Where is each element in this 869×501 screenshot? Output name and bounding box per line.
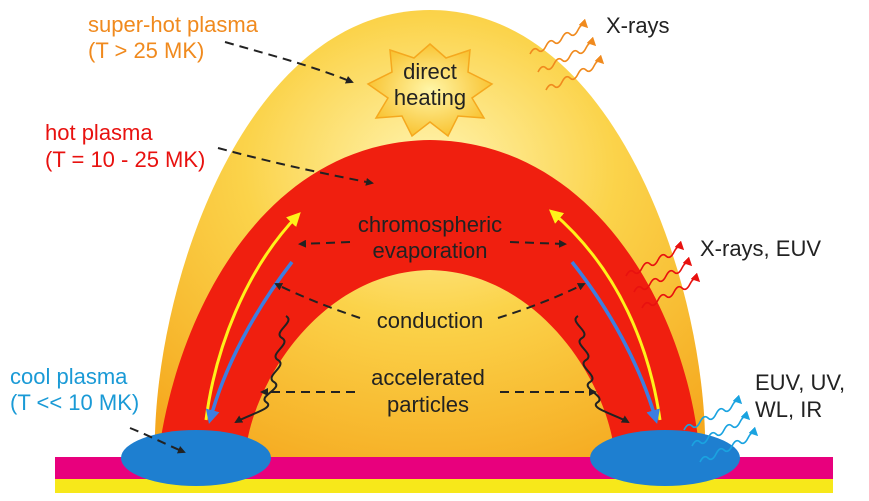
chromo-evap-label-line2: evaporation <box>373 238 488 263</box>
hot-label-line1: hot plasma <box>45 120 153 145</box>
arrow-conduction-right <box>497 283 586 319</box>
euv-uv-label-line2: WL, IR <box>755 397 822 422</box>
xray-wave-1 <box>529 18 589 55</box>
direct-heating-star <box>366 43 494 138</box>
xrays-label: X-rays <box>606 13 670 38</box>
hot-label-line2: (T = 10 - 25 MK) <box>45 147 205 172</box>
footpoint-right <box>590 430 740 486</box>
downflow-right <box>570 260 660 424</box>
arrow-superhot-to-heating <box>224 41 354 84</box>
accelerated-particles-label-line1: accelerated <box>371 365 485 390</box>
arrow-hot-to-loop <box>217 147 374 186</box>
xray-euv-wave-3 <box>641 272 701 309</box>
arrow-conduction-left <box>274 283 361 319</box>
euv-uv-label-line1: EUV, UV, <box>755 370 845 395</box>
xray-wave-2 <box>537 36 597 73</box>
arrow-cool-to-footpoint <box>129 427 186 454</box>
euv-wave-3 <box>699 426 759 463</box>
xrays-euv-label: X-rays, EUV <box>700 236 821 261</box>
conduction-label: conduction <box>377 308 483 333</box>
xray-euv-wave-2 <box>633 256 693 293</box>
evaporation-flow-left <box>204 212 301 421</box>
cool-label-line1: cool plasma <box>10 364 128 389</box>
superhot-label-line2: (T > 25 MK) <box>88 38 204 63</box>
euv-wave-2 <box>691 410 751 447</box>
particles-left <box>234 315 290 423</box>
xray-wave-3 <box>545 54 605 91</box>
arrow-evap-right <box>509 239 567 248</box>
cool-label-line2: (T << 10 MK) <box>10 390 139 415</box>
direct-heating-label-line1: direct <box>403 59 457 84</box>
evaporation-flow-right <box>548 209 662 421</box>
accelerated-particles-label-line2: particles <box>387 392 469 417</box>
superhot-label-line1: super-hot plasma <box>88 12 259 37</box>
euv-wave-1 <box>683 394 743 431</box>
chromo-evap-label-line1: chromospheric <box>358 212 502 237</box>
direct-heating-label-line2: heating <box>394 85 466 110</box>
xray-euv-wave-1 <box>625 240 685 277</box>
arrow-evap-left <box>298 239 351 248</box>
particles-right <box>574 315 630 423</box>
footpoint-left <box>121 430 271 486</box>
downflow-left <box>205 260 294 424</box>
